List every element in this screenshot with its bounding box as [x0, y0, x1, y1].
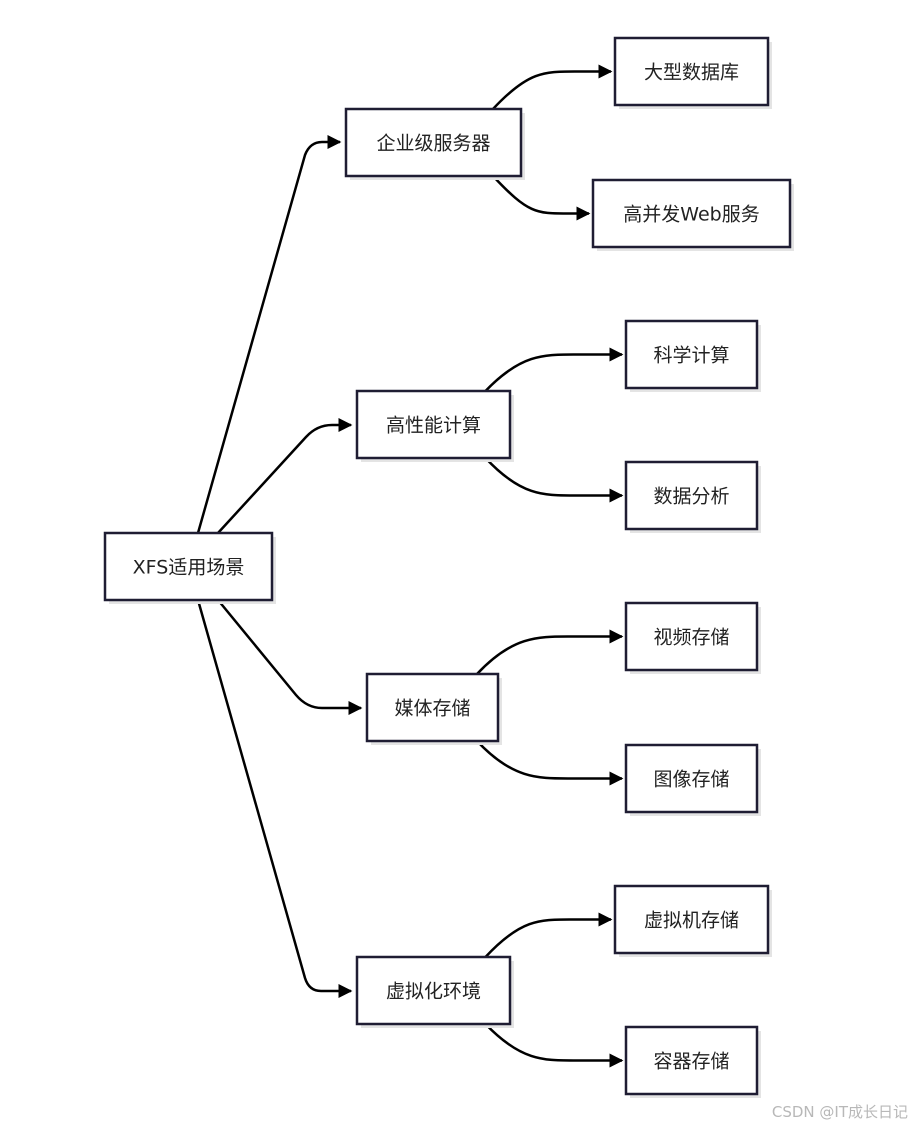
node-image: 图像存储 [624, 743, 761, 816]
node-big-db-label: 大型数据库 [644, 62, 739, 84]
node-web: 高并发Web服务 [591, 178, 794, 251]
edge-media-to-image [476, 740, 624, 786]
node-hpc: 高性能计算 [355, 389, 514, 462]
node-root: XFS适用场景 [103, 531, 276, 604]
node-analysis: 数据分析 [624, 460, 761, 533]
node-root-label: XFS适用场景 [133, 557, 245, 579]
edge-root-to-hpc [217, 418, 353, 534]
node-science-box [624, 319, 759, 390]
node-video-box [624, 601, 759, 672]
node-enterprise-label: 企业级服务器 [376, 133, 490, 155]
node-big-db: 大型数据库 [613, 36, 772, 109]
edge-media-to-video [476, 629, 624, 675]
node-image-label: 图像存储 [653, 769, 729, 791]
node-root-box [103, 531, 274, 602]
node-virt: 虚拟化环境 [355, 955, 514, 1028]
node-hpc-label: 高性能计算 [386, 415, 481, 437]
edge-root-to-media [217, 599, 363, 715]
edge-root-to-enterprise [196, 135, 342, 534]
edge-root-to-virt [196, 599, 353, 998]
node-science-label: 科学计算 [653, 345, 729, 367]
edges-layer [196, 64, 624, 1068]
watermark: CSDN @IT成长日记 [771, 1103, 908, 1121]
edge-enterprise-to-big-db [492, 64, 613, 110]
edge-hpc-to-analysis [484, 457, 624, 503]
node-hpc-box [355, 389, 512, 460]
node-web-box [591, 178, 792, 249]
edge-virt-to-vm [484, 912, 613, 958]
node-image-box [624, 743, 759, 814]
node-container-box [624, 1025, 759, 1096]
node-media-box [365, 672, 500, 743]
node-web-label: 高并发Web服务 [623, 204, 759, 226]
node-virt-label: 虚拟化环境 [386, 981, 481, 1003]
node-virt-box [355, 955, 512, 1026]
node-big-db-box [613, 36, 770, 107]
node-video: 视频存储 [624, 601, 761, 674]
node-science: 科学计算 [624, 319, 761, 392]
node-media-label: 媒体存储 [394, 698, 470, 720]
node-enterprise: 企业级服务器 [344, 107, 525, 180]
node-enterprise-box [344, 107, 523, 178]
node-container: 容器存储 [624, 1025, 761, 1098]
node-media: 媒体存储 [365, 672, 502, 745]
node-vm: 虚拟机存储 [613, 884, 772, 957]
node-vm-box [613, 884, 770, 955]
edge-hpc-to-science [484, 347, 624, 392]
edge-virt-to-container [484, 1023, 624, 1068]
node-analysis-box [624, 460, 759, 531]
node-analysis-label: 数据分析 [653, 486, 729, 508]
node-vm-label: 虚拟机存储 [644, 910, 739, 932]
edge-enterprise-to-web [492, 175, 591, 221]
node-video-label: 视频存储 [653, 627, 729, 649]
node-container-label: 容器存储 [653, 1051, 729, 1073]
